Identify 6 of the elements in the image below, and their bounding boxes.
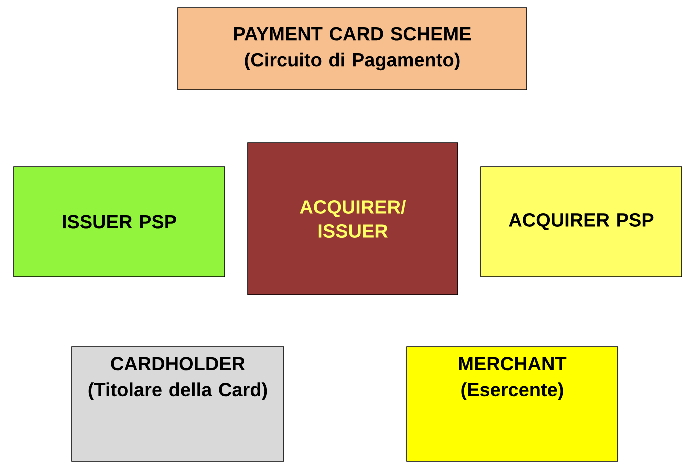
role-box: ACQUIRER PSP <box>480 166 682 278</box>
role-box: ACQUIRER/ ISSUER <box>248 142 458 296</box>
scheme-box: PAYMENT CARD SCHEME (Circuito di Pagamento) <box>178 8 528 90</box>
party-box: MERCHANT (Esercente) <box>406 346 618 462</box>
party-box: CARDHOLDER (Titolare della Card) <box>72 346 284 462</box>
role-box: ISSUER PSP <box>14 166 226 278</box>
